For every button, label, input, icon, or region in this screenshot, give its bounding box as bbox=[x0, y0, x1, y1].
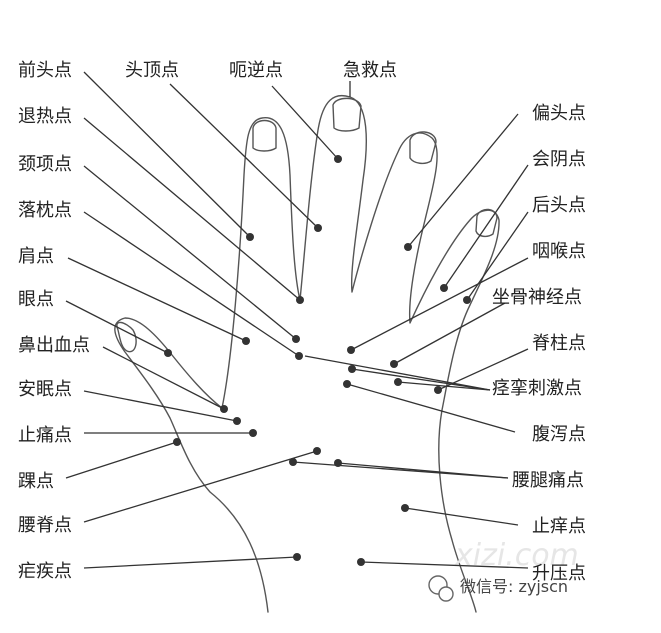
point-label: 踝点 bbox=[18, 471, 54, 492]
point-label: 颈项点 bbox=[18, 154, 72, 175]
thumb-nail bbox=[116, 321, 137, 353]
acupoint-dot bbox=[249, 429, 257, 437]
point-label: 升压点 bbox=[532, 563, 586, 584]
acupoint-dot bbox=[434, 386, 442, 394]
point-label: 咽喉点 bbox=[532, 241, 586, 262]
wechat-tag: 微信号: zyjscn bbox=[428, 575, 568, 602]
acupoint-dot bbox=[246, 233, 254, 241]
point-antipyretic: 退热点 bbox=[18, 106, 304, 304]
acupoint-dot bbox=[334, 155, 342, 163]
point-label: 止痒点 bbox=[532, 516, 586, 537]
point-lumbar-spine: 腰脊点 bbox=[18, 447, 321, 536]
point-label: 止痛点 bbox=[18, 425, 72, 446]
point-label: 坐骨神经点 bbox=[492, 287, 582, 308]
acupoint-dot bbox=[357, 558, 365, 566]
ring-finger-nail bbox=[409, 131, 437, 165]
point-label: 会阴点 bbox=[532, 149, 586, 170]
acupoint-dot bbox=[463, 296, 471, 304]
point-label: 眼点 bbox=[18, 289, 54, 310]
point-throat: 咽喉点 bbox=[347, 241, 586, 354]
point-malaria: 疟疾点 bbox=[18, 553, 301, 582]
point-perineum: 会阴点 bbox=[440, 149, 586, 292]
acupoint-dot bbox=[343, 380, 351, 388]
hand-contour bbox=[114, 95, 500, 613]
wechat-icon bbox=[428, 575, 454, 602]
little-finger-nail bbox=[475, 208, 498, 238]
point-label: 呃逆点 bbox=[229, 60, 283, 81]
acupoint-dot bbox=[295, 352, 303, 360]
point-sleep: 安眠点 bbox=[18, 379, 241, 425]
point-label: 腰腿痛点 bbox=[512, 470, 584, 491]
acupoint-dot bbox=[404, 243, 412, 251]
point-migraine: 偏头点 bbox=[404, 103, 586, 251]
point-label: 疟疾点 bbox=[18, 561, 72, 582]
acupoint-dot bbox=[314, 224, 322, 232]
point-label: 落枕点 bbox=[18, 200, 72, 221]
acupoint-dot bbox=[296, 296, 304, 304]
acupoint-dot bbox=[348, 365, 356, 373]
acupoint-dot bbox=[334, 459, 342, 467]
point-nosebleed: 鼻出血点 bbox=[18, 335, 228, 413]
point-anti-itch: 止痒点 bbox=[401, 504, 586, 537]
acupoint-dot bbox=[293, 553, 301, 561]
point-label: 痉挛刺激点 bbox=[492, 378, 582, 399]
acupoint-dot bbox=[289, 458, 297, 466]
point-raise-pressure: 升压点 bbox=[357, 558, 586, 584]
point-label: 脊柱点 bbox=[532, 333, 586, 354]
point-label: 头顶点 bbox=[125, 60, 179, 81]
point-hiccup: 呃逆点 bbox=[229, 60, 342, 163]
point-label: 安眠点 bbox=[18, 379, 72, 400]
point-lumbago: 腰腿痛点 bbox=[289, 458, 584, 491]
point-label: 前头点 bbox=[18, 60, 72, 81]
point-sciatic: 坐骨神经点 bbox=[390, 287, 582, 368]
point-label: 肩点 bbox=[18, 246, 54, 267]
acupoint-dot bbox=[220, 405, 228, 413]
acupoint-dot bbox=[394, 378, 402, 386]
middle-finger-nail bbox=[332, 97, 362, 132]
point-vertex: 头顶点 bbox=[125, 60, 322, 232]
point-shoulder: 肩点 bbox=[18, 246, 250, 345]
acupoint-dot bbox=[242, 337, 250, 345]
point-occipital: 后头点 bbox=[463, 195, 586, 304]
point-label: 鼻出血点 bbox=[18, 335, 90, 356]
point-ankle: 踝点 bbox=[18, 438, 181, 492]
point-pain-relief: 止痛点 bbox=[18, 425, 257, 446]
point-label: 急救点 bbox=[343, 60, 397, 81]
index-finger-nail bbox=[252, 119, 277, 152]
point-diarrhea: 腹泻点 bbox=[343, 380, 586, 445]
point-spasm: 痉挛刺激点 bbox=[304, 355, 582, 399]
acupoint-dot bbox=[233, 417, 241, 425]
point-label: 后头点 bbox=[532, 195, 586, 216]
point-label: 腹泻点 bbox=[532, 424, 586, 445]
point-front-head: 前头点 bbox=[18, 60, 254, 241]
point-stiff-neck: 落枕点 bbox=[18, 200, 303, 360]
point-label: 退热点 bbox=[18, 106, 72, 127]
point-neck: 颈项点 bbox=[18, 154, 300, 343]
point-label: 腰脊点 bbox=[18, 515, 72, 536]
acupoint-dot bbox=[390, 360, 398, 368]
wechat-id: 微信号: zyjscn bbox=[460, 577, 568, 596]
acupoint-dot bbox=[164, 349, 172, 357]
acupoint-dot bbox=[292, 335, 300, 343]
acupoint-dot bbox=[173, 438, 181, 446]
point-first-aid: 急救点 bbox=[343, 60, 397, 97]
acupoint-dot bbox=[313, 447, 321, 455]
point-label: 偏头点 bbox=[532, 103, 586, 124]
hand-outline bbox=[114, 95, 500, 613]
acupoint-dot bbox=[440, 284, 448, 292]
acupoint-dot bbox=[401, 504, 409, 512]
point-eye: 眼点 bbox=[18, 289, 172, 357]
acupoint-dot bbox=[347, 346, 355, 354]
